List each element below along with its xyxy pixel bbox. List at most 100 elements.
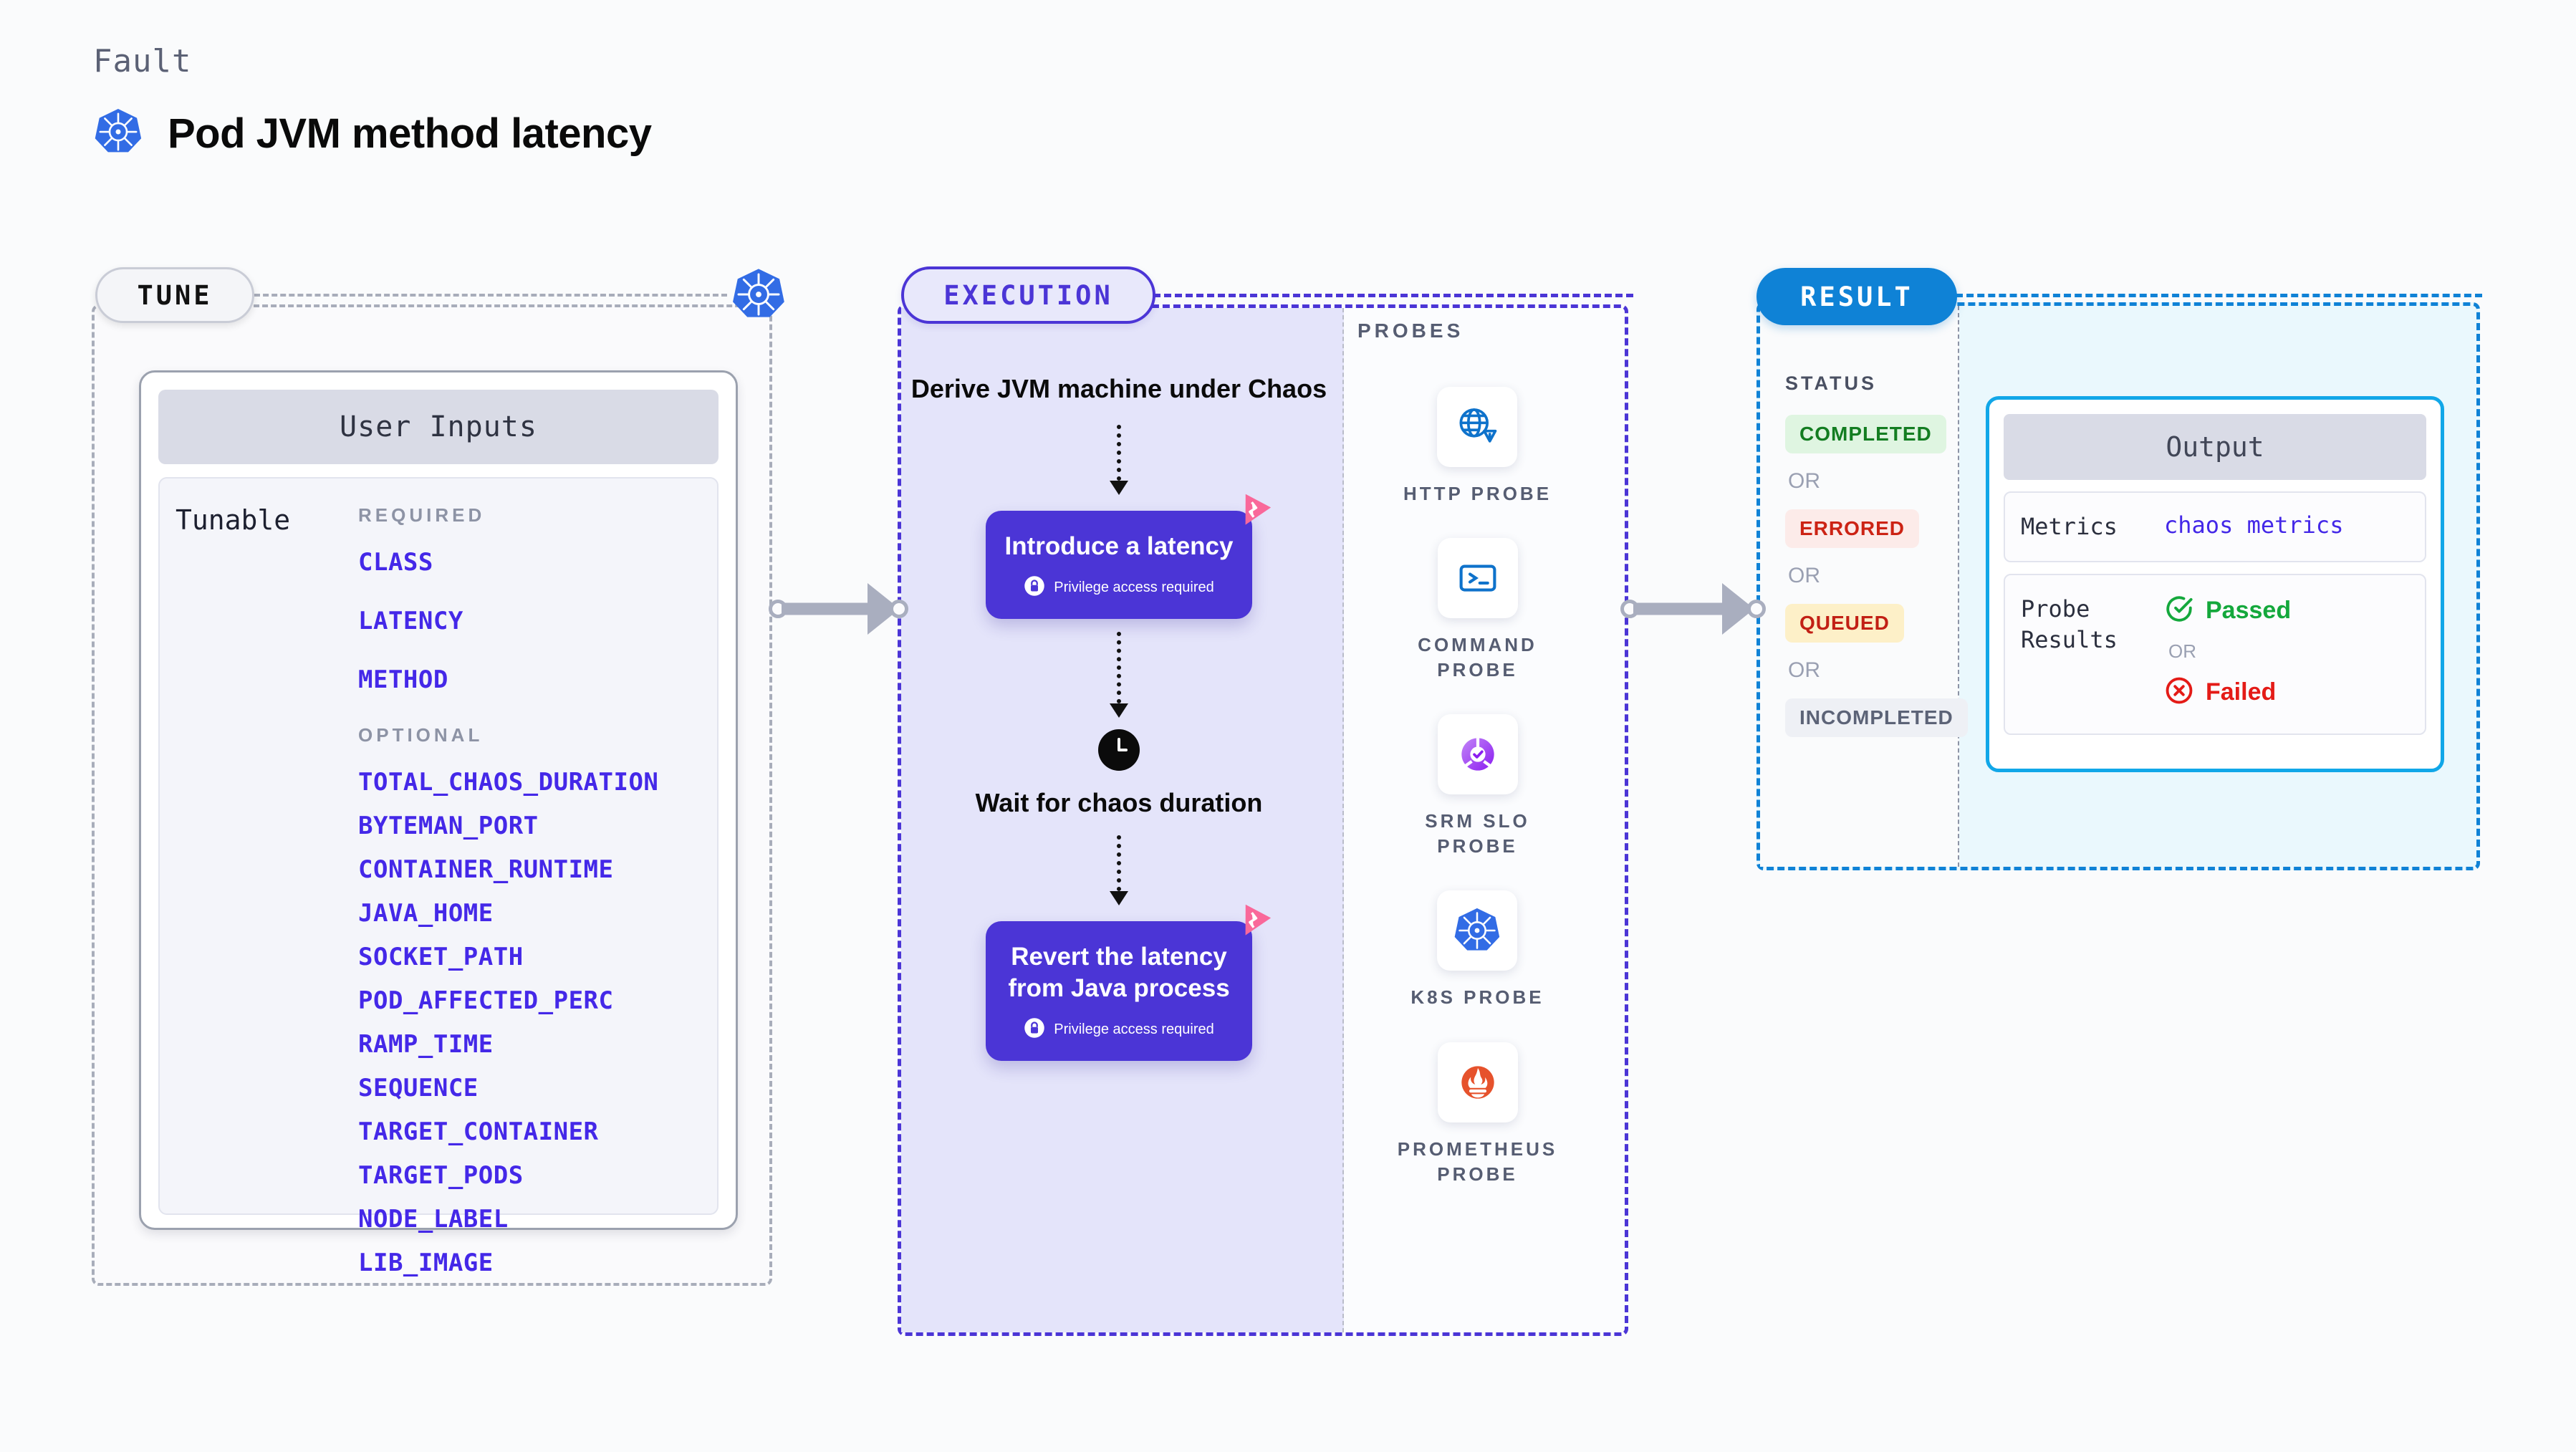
probe-srm-slo[interactable]: SRM SLO PROBE <box>1395 714 1560 859</box>
flow-arrow-2 <box>1110 631 1128 718</box>
optional-group: OPTIONAL TOTAL_CHAOS_DURATION BYTEMAN_PO… <box>358 724 703 1277</box>
kubernetes-icon <box>731 266 787 322</box>
passed-label: Passed <box>2206 597 2292 625</box>
output-card: Output Metrics chaos metrics Probe Resul… <box>1986 396 2444 772</box>
execution-tag[interactable]: EXECUTION <box>901 266 1155 324</box>
param-container-runtime[interactable]: CONTAINER_RUNTIME <box>358 855 614 884</box>
param-target-pods[interactable]: TARGET_PODS <box>358 1161 524 1190</box>
param-java-home[interactable]: JAVA_HOME <box>358 899 494 928</box>
probe-label: COMMAND PROBE <box>1418 634 1537 681</box>
probe-label: SRM SLO PROBE <box>1425 810 1530 857</box>
status-badge-completed: COMPLETED <box>1785 415 1946 453</box>
flow-arrow-1 <box>1110 424 1128 495</box>
execution-column <box>901 308 1344 1332</box>
status-badge-incompleted: INCOMPLETED <box>1785 698 1968 737</box>
or-separator: OR <box>1788 564 1820 587</box>
param-latency[interactable]: LATENCY <box>358 607 463 635</box>
user-inputs-body: Tunable REQUIRED CLASS LATENCY METHOD OP… <box>158 477 719 1277</box>
param-socket-path[interactable]: SOCKET_PATH <box>358 943 524 971</box>
probe-command[interactable]: COMMAND PROBE <box>1395 538 1560 683</box>
or-separator: OR <box>2168 640 2196 663</box>
litmus-logo-icon <box>1226 903 1272 947</box>
param-target-container[interactable]: TARGET_CONTAINER <box>358 1117 599 1146</box>
status-list: STATUS COMPLETED OR ERRORED OR QUEUED OR… <box>1785 372 1968 737</box>
lock-icon <box>1024 1017 1045 1042</box>
param-class[interactable]: CLASS <box>358 548 433 577</box>
connector-tune-to-execution <box>769 580 908 638</box>
terminal-icon <box>1437 538 1518 619</box>
param-total-chaos-duration[interactable]: TOTAL_CHAOS_DURATION <box>358 768 659 797</box>
required-caption: REQUIRED <box>358 504 486 526</box>
globe-warning-icon <box>1437 387 1518 467</box>
card-introduce-latency[interactable]: Introduce a latency Privilege access req… <box>986 494 1272 619</box>
param-groups: REQUIRED CLASS LATENCY METHOD OPTIONAL T… <box>358 504 703 1277</box>
param-ramp-time[interactable]: RAMP_TIME <box>358 1030 494 1059</box>
param-method[interactable]: METHOD <box>358 665 448 694</box>
probe-label: PROMETHEUS PROBE <box>1397 1138 1558 1185</box>
failed-label: Failed <box>2206 678 2277 706</box>
probe-label: HTTP PROBE <box>1403 483 1552 504</box>
execution-probes-panel <box>898 304 1628 1336</box>
probe-http[interactable]: HTTP PROBE <box>1403 387 1552 506</box>
privilege-label: Privilege access required <box>1054 579 1214 595</box>
result-tag[interactable]: RESULT <box>1756 268 1957 325</box>
metrics-row: Metrics chaos metrics <box>2004 491 2426 563</box>
check-circle-icon <box>2164 594 2194 628</box>
user-inputs-card: User Inputs Tunable REQUIRED CLASS LATEN… <box>139 370 738 1277</box>
status-badge-queued: QUEUED <box>1785 604 1904 643</box>
optional-caption: OPTIONAL <box>358 724 484 746</box>
probe-prometheus[interactable]: PROMETHEUS PROBE <box>1395 1042 1560 1187</box>
flow-arrow-3 <box>1110 835 1128 906</box>
tune-connector-line <box>254 294 727 297</box>
privilege-row: Privilege access required <box>999 1017 1239 1042</box>
connector-execution-to-result <box>1620 580 1771 638</box>
metrics-key: Metrics <box>2021 513 2118 540</box>
probe-label: K8S PROBE <box>1410 986 1544 1009</box>
status-badge-errored: ERRORED <box>1785 509 1920 548</box>
status-caption: STATUS <box>1785 372 1877 394</box>
output-title: Output <box>2004 414 2426 480</box>
param-lib-image[interactable]: LIB_IMAGE <box>358 1249 494 1277</box>
tunable-label: Tunable <box>176 504 291 536</box>
kubernetes-icon <box>93 107 143 160</box>
or-separator: OR <box>1788 658 1820 682</box>
page-title: Pod JVM method latency <box>168 110 652 157</box>
title-row: Pod JVM method latency <box>93 107 652 160</box>
result-connector-line <box>1956 294 2482 297</box>
probe-result-failed: Failed <box>2164 675 2409 709</box>
privilege-row: Privilege access required <box>999 575 1239 600</box>
probe-results-row: Probe Results Passed OR <box>2004 574 2426 736</box>
card-title: Introduce a latency <box>1004 532 1234 560</box>
litmus-logo-icon <box>1226 492 1272 537</box>
tune-panel: User Inputs Tunable REQUIRED CLASS LATEN… <box>92 304 772 1286</box>
step-derive-label: Derive JVM machine under Chaos <box>910 374 1327 403</box>
card-revert-latency[interactable]: Revert the latency from Java process Pri… <box>986 905 1272 1061</box>
required-group: REQUIRED CLASS LATENCY METHOD <box>358 504 703 694</box>
eyebrow-label: Fault <box>93 43 192 80</box>
probes-list: HTTP PROBE COMMAND PROBE SRM SLO PROBE <box>1343 387 1612 1218</box>
param-pod-affected-perc[interactable]: POD_AFFECTED_PERC <box>358 986 614 1015</box>
card-title: Revert the latency from Java process <box>1008 943 1230 1003</box>
execution-connector-line <box>1153 294 1633 297</box>
tune-tag[interactable]: TUNE <box>95 267 254 323</box>
step-wait-label: Wait for chaos duration <box>975 787 1263 817</box>
x-circle-icon <box>2164 675 2194 709</box>
execution-flow: Derive JVM machine under Chaos Introduce… <box>898 372 1340 1061</box>
param-node-label[interactable]: NODE_LABEL <box>358 1205 509 1234</box>
param-byteman-port[interactable]: BYTEMAN_PORT <box>358 812 539 840</box>
lock-icon <box>1024 575 1045 600</box>
probes-caption: PROBES <box>1357 319 1464 342</box>
probe-result-passed: Passed <box>2164 594 2409 628</box>
privilege-label: Privilege access required <box>1054 1021 1214 1037</box>
param-sequence[interactable]: SEQUENCE <box>358 1074 479 1102</box>
user-inputs-title: User Inputs <box>158 390 719 464</box>
page-header: Fault Pod JVM method latency <box>93 43 652 160</box>
or-separator: OR <box>1788 469 1820 493</box>
metrics-value[interactable]: chaos metrics <box>2164 511 2344 539</box>
probe-results-key: Probe Results <box>2021 595 2118 654</box>
prometheus-icon <box>1437 1042 1518 1122</box>
probe-results-values: Passed OR Failed <box>2164 594 2409 709</box>
probe-k8s[interactable]: K8S PROBE <box>1410 890 1544 1010</box>
clock-icon <box>1098 729 1140 771</box>
status-column <box>1760 306 1959 867</box>
